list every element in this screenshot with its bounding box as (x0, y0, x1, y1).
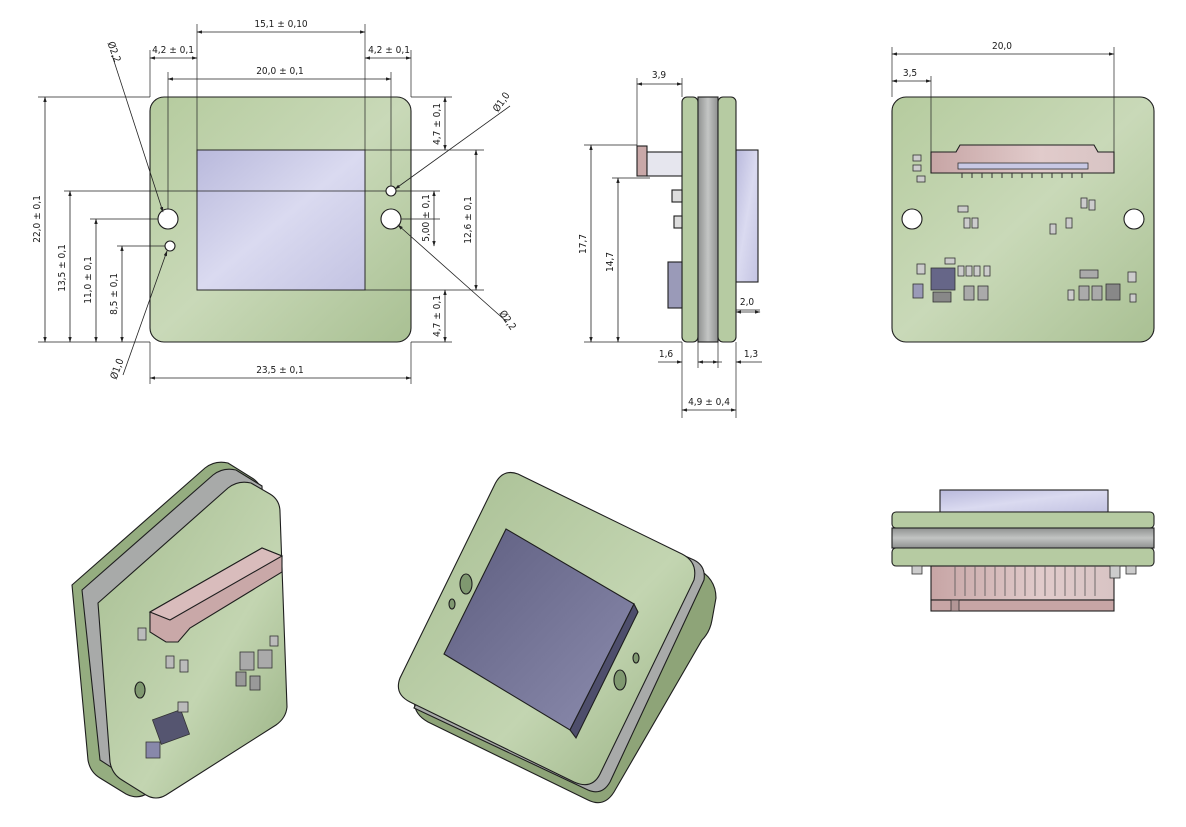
dim-15-1: 15,1 ± 0,10 (254, 19, 308, 30)
front-sensor-window (196, 149, 366, 291)
dim-8-5: 8,5 ± 0,1 (109, 273, 120, 315)
bottom-components (911, 565, 1137, 612)
iso-b-hole-b (448, 598, 456, 610)
dim-3-9: 3,9 (652, 70, 667, 81)
side-spacer (697, 96, 719, 343)
dim-5-00: 5,00 ± 0,1 (421, 194, 432, 242)
front-hole-2-2-right (380, 208, 402, 230)
back-dim-3-5: 3,5 (903, 68, 917, 79)
dim-1-3: 1,3 (744, 349, 758, 360)
bottom-connector-lip (930, 599, 1115, 612)
iso-a-hole (134, 681, 146, 699)
iso-a-front-pcb (97, 481, 288, 799)
back-connector-slot (957, 162, 1089, 170)
bottom-sensor (939, 489, 1109, 513)
iso-b-hole-c (613, 669, 627, 691)
dim-2-0: 2,0 (740, 297, 755, 308)
dia-1-0-bottom: Ø1,0 (108, 357, 127, 381)
back-hole-left (901, 208, 923, 230)
dim-14-7: 14,7 (605, 252, 616, 272)
back-connector-pins (961, 173, 1083, 178)
dim-17-7: 17,7 (578, 234, 589, 254)
side-component-b (667, 261, 683, 309)
bottom-view (891, 489, 1155, 612)
iso-b-hole-d (632, 652, 640, 664)
bottom-pcb-bottom (891, 547, 1155, 567)
dim-11-0: 11,0 ± 0,1 (83, 256, 94, 304)
dim-22-0: 22,0 ± 0,1 (32, 195, 43, 243)
iso-b-hole-a (459, 573, 473, 595)
dia-2-2-top: Ø2,2 (105, 40, 124, 64)
bottom-connector (930, 565, 1115, 601)
isometric-front-view (397, 471, 717, 804)
front-hole-2-2-left (157, 208, 179, 230)
side-pcb-back (717, 96, 737, 343)
dim-4-7-bottom: 4,7 ± 0,1 (432, 295, 443, 337)
front-hole-1-0-bottom (164, 240, 176, 252)
back-hole-right (1123, 208, 1145, 230)
front-hole-1-0-top (385, 185, 397, 197)
bottom-spacer (891, 527, 1155, 549)
iso-b-sensor-side (569, 602, 639, 740)
dim-13-5: 13,5 ± 0,1 (57, 244, 68, 292)
back-view: 20,0 3,5 (891, 41, 1155, 343)
front-view: 15,1 ± 0,10 4,2 ± 0,1 4,2 ± 0,1 20,0 ± 0… (32, 19, 519, 384)
dia-2-2-bottom: Ø2,2 (496, 308, 518, 332)
side-sensor-block (735, 149, 759, 283)
dim-12-6: 12,6 ± 0,1 (463, 196, 474, 244)
back-dim-20-0: 20,0 (992, 41, 1012, 52)
dim-4-2-left: 4,2 ± 0,1 (152, 45, 194, 56)
dim-4-7-top: 4,7 ± 0,1 (432, 103, 443, 145)
dim-20-0: 20,0 ± 0,1 (256, 66, 304, 77)
bottom-connector-pins (954, 566, 1096, 596)
side-component-a (671, 189, 683, 203)
side-connector-body (646, 151, 683, 177)
bottom-pcb-top (891, 511, 1155, 529)
iso-a-connector-top (148, 547, 284, 621)
iso-a-components (137, 627, 279, 759)
dia-1-0-top: Ø1,0 (490, 90, 512, 115)
dim-4-2-right: 4,2 ± 0,1 (368, 45, 410, 56)
side-pcb-front (681, 96, 699, 343)
side-view: 3,9 17,7 14,7 2,0 1,6 1,3 4,9 ± 0,4 (578, 70, 762, 418)
back-components (912, 154, 1137, 303)
isometric-back-view (71, 461, 288, 799)
dim-4-9: 4,9 ± 0,4 (688, 397, 730, 408)
side-component-c (673, 215, 683, 229)
dim-23-5: 23,5 ± 0,1 (256, 365, 304, 376)
dim-1-6: 1,6 (659, 349, 674, 360)
side-connector (636, 145, 648, 177)
